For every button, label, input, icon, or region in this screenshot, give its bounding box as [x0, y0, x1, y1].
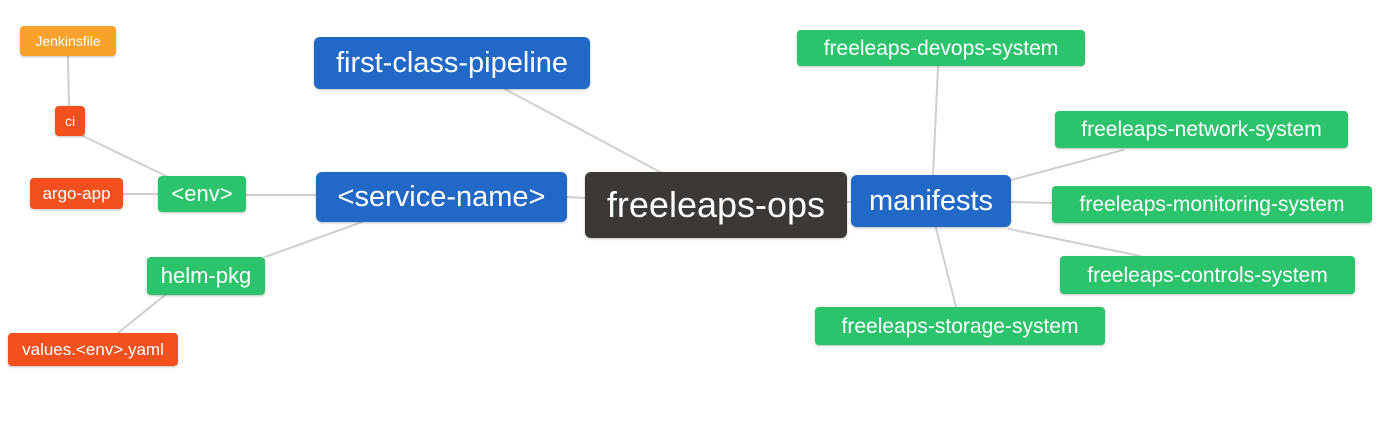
node-freeleaps-storage-system[interactable]: freeleaps-storage-system — [815, 307, 1105, 345]
edge-helm-pkg--values-env-yaml — [117, 294, 166, 334]
node-freeleaps-monitoring-system[interactable]: freeleaps-monitoring-system — [1052, 186, 1372, 223]
edge-manifests--freeleaps-storage-system — [935, 227, 957, 308]
node-helm-pkg[interactable]: helm-pkg — [147, 257, 265, 295]
node-argo-app[interactable]: argo-app — [30, 178, 123, 209]
edge-manifests--freeleaps-monitoring-system — [1010, 201, 1053, 204]
node-freeleaps-network-system[interactable]: freeleaps-network-system — [1055, 111, 1348, 148]
node-values-env-yaml[interactable]: values.<env>.yaml — [8, 333, 178, 366]
edge-jenkinsfile--ci — [67, 55, 70, 107]
edge-manifests--freeleaps-devops-system — [932, 66, 939, 176]
node-first-class-pipeline[interactable]: first-class-pipeline — [314, 37, 590, 89]
edge-manifests--freeleaps-controls-system — [1008, 228, 1141, 257]
node-jenkinsfile[interactable]: Jenkinsfile — [20, 26, 116, 56]
node-freeleaps-ops[interactable]: freeleaps-ops — [585, 172, 847, 238]
edge-service-name--freeleaps-ops — [566, 196, 586, 199]
node-service-name[interactable]: <service-name> — [316, 172, 567, 222]
node-freeleaps-controls-system[interactable]: freeleaps-controls-system — [1060, 256, 1355, 294]
edge-manifests--freeleaps-network-system — [1010, 149, 1124, 181]
edge-first-class-pipeline--freeleaps-ops — [504, 88, 661, 173]
node-ci[interactable]: ci — [55, 106, 85, 136]
node-freeleaps-devops-system[interactable]: freeleaps-devops-system — [797, 30, 1085, 66]
edge-ci--env — [82, 135, 169, 178]
edge-service-name--helm-pkg — [264, 221, 363, 258]
node-manifests[interactable]: manifests — [851, 175, 1011, 227]
node-env[interactable]: <env> — [158, 176, 246, 212]
